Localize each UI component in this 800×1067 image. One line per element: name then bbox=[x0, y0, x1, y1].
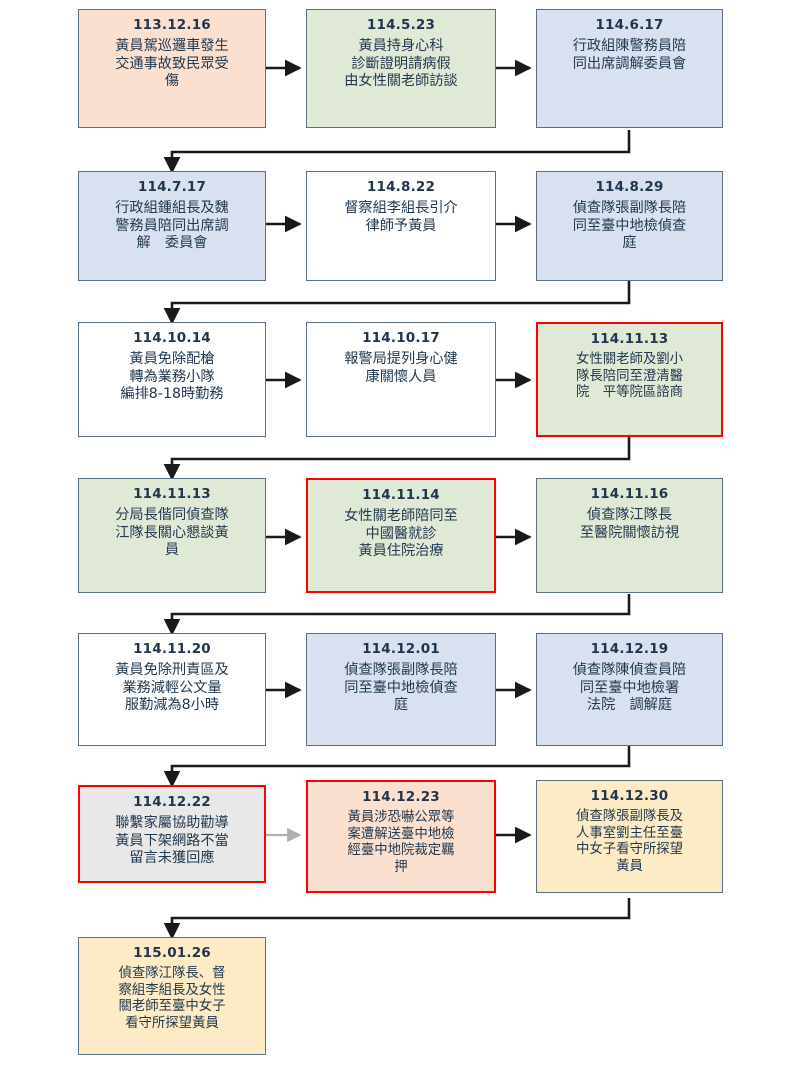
node-date: 114.8.29 bbox=[595, 179, 664, 195]
node-date: 114.11.13 bbox=[590, 331, 669, 347]
flow-node-n15[interactable]: 114.12.19 偵查隊陳偵查員陪 同至臺中地檢署 法院 調解庭 bbox=[536, 633, 723, 746]
node-text: 聯繫家屬協助勸導 黃員下架網路不當 留言未獲回應 bbox=[115, 815, 229, 867]
node-text: 黃員免除刑責區及 業務減輕公文量 服勤減為8小時 bbox=[115, 662, 229, 714]
flow-node-n1[interactable]: 113.12.16 黃員駕巡邏車發生 交通事故致民眾受 傷 bbox=[78, 9, 266, 128]
node-date: 114.11.13 bbox=[133, 486, 211, 502]
flow-node-n13[interactable]: 114.11.20 黃員免除刑責區及 業務減輕公文量 服勤減為8小時 bbox=[78, 633, 266, 746]
flow-node-n7[interactable]: 114.10.14 黃員免除配槍 轉為業務小隊 編排8-18時勤務 bbox=[78, 322, 266, 437]
node-date: 114.7.17 bbox=[137, 179, 207, 195]
node-date: 114.12.01 bbox=[362, 641, 440, 657]
node-text: 督察組李組長引介 律師予黃員 bbox=[344, 200, 458, 234]
node-date: 114.11.16 bbox=[590, 486, 669, 502]
node-text: 分局長偕同偵查隊 江隊長關心懇談黃 員 bbox=[115, 507, 229, 559]
node-text: 行政組陳警務員陪 同出席調解委員會 bbox=[572, 38, 687, 72]
node-date: 114.12.22 bbox=[133, 794, 211, 810]
node-date: 114.11.20 bbox=[133, 641, 211, 657]
flow-node-n18[interactable]: 114.12.30 偵查隊張副隊長及 人事室劉主任至臺 中女子看守所探望 黃員 bbox=[536, 780, 723, 893]
node-date: 114.12.19 bbox=[590, 641, 669, 657]
node-date: 114.10.17 bbox=[362, 330, 440, 346]
flow-node-n14[interactable]: 114.12.01 偵查隊張副隊長陪 同至臺中地檢偵查 庭 bbox=[306, 633, 496, 746]
flow-node-n10[interactable]: 114.11.13 分局長偕同偵查隊 江隊長關心懇談黃 員 bbox=[78, 478, 266, 593]
node-text: 偵查隊張副隊長陪 同至臺中地檢偵查 庭 bbox=[344, 662, 458, 714]
node-date: 115.01.26 bbox=[133, 945, 211, 961]
node-date: 114.12.23 bbox=[362, 789, 440, 805]
node-text: 黃員持身心科 診斷證明請病假 由女性關老師訪談 bbox=[344, 38, 458, 90]
node-text: 偵查隊張副隊長及 人事室劉主任至臺 中女子看守所探望 黃員 bbox=[575, 809, 684, 874]
flow-node-n17[interactable]: 114.12.23 黃員涉恐嚇公眾等 案遭解送臺中地檢 經臺中地院裁定羈 押 bbox=[306, 780, 496, 893]
edge-n3-n4 bbox=[163, 130, 631, 174]
node-date: 113.12.16 bbox=[133, 17, 211, 33]
node-text: 報警局提列身心健 康關懷人員 bbox=[344, 351, 458, 385]
flow-node-n9[interactable]: 114.11.13 女性關老師及劉小 隊長陪同至澄清醫 院 平等院區諮商 bbox=[536, 322, 723, 437]
edge-n18-n19 bbox=[163, 898, 631, 940]
flow-node-n16[interactable]: 114.12.22 聯繫家屬協助勸導 黃員下架網路不當 留言未獲回應 bbox=[78, 785, 266, 883]
flow-node-n12[interactable]: 114.11.16 偵查隊江隊長 至醫院關懷訪視 bbox=[536, 478, 723, 593]
node-text: 黃員駕巡邏車發生 交通事故致民眾受 傷 bbox=[115, 38, 229, 90]
node-text: 行政組鍾組長及魏 警務員陪同出席調 解 委員會 bbox=[115, 200, 229, 252]
node-date: 114.12.30 bbox=[590, 788, 669, 804]
flow-node-n6[interactable]: 114.8.29 偵查隊張副隊長陪 同至臺中地檢偵查 庭 bbox=[536, 171, 723, 281]
node-date: 114.11.14 bbox=[362, 487, 440, 503]
edge-n9-n10 bbox=[163, 437, 631, 481]
node-text: 女性關老師及劉小 隊長陪同至澄清醫 院 平等院區諮商 bbox=[575, 352, 684, 401]
node-text: 偵查隊張副隊長陪 同至臺中地檢偵查 庭 bbox=[572, 200, 687, 252]
node-date: 114.10.14 bbox=[133, 330, 211, 346]
node-text: 黃員免除配槍 轉為業務小隊 編排8-18時勤務 bbox=[120, 351, 224, 403]
flow-node-n8[interactable]: 114.10.17 報警局提列身心健 康關懷人員 bbox=[306, 322, 496, 437]
flow-node-n4[interactable]: 114.7.17 行政組鍾組長及魏 警務員陪同出席調 解 委員會 bbox=[78, 171, 266, 281]
flow-node-n19[interactable]: 115.01.26 偵查隊江隊長、督 察組李組長及女性 關老師至臺中女子 看守所… bbox=[78, 937, 266, 1055]
node-date: 114.5.23 bbox=[366, 17, 436, 33]
flow-node-n2[interactable]: 114.5.23 黃員持身心科 診斷證明請病假 由女性關老師訪談 bbox=[306, 9, 496, 128]
flow-node-n3[interactable]: 114.6.17 行政組陳警務員陪 同出席調解委員會 bbox=[536, 9, 723, 128]
node-text: 偵查隊江隊長、督 察組李組長及女性 關老師至臺中女子 看守所探望黃員 bbox=[118, 966, 226, 1031]
node-text: 黃員涉恐嚇公眾等 案遭解送臺中地檢 經臺中地院裁定羈 押 bbox=[347, 810, 455, 875]
node-date: 114.6.17 bbox=[595, 17, 664, 33]
node-text: 偵查隊江隊長 至醫院關懷訪視 bbox=[579, 507, 680, 541]
flow-node-n11[interactable]: 114.11.14 女性關老師陪同至 中國醫就診 黃員住院治療 bbox=[306, 478, 496, 593]
flow-node-n5[interactable]: 114.8.22 督察組李組長引介 律師予黃員 bbox=[306, 171, 496, 281]
edge-n12-n13 bbox=[163, 594, 631, 636]
edge-n6-n7 bbox=[163, 281, 631, 325]
node-text: 偵查隊陳偵查員陪 同至臺中地檢署 法院 調解庭 bbox=[572, 662, 687, 714]
node-date: 114.8.22 bbox=[366, 179, 436, 195]
node-text: 女性關老師陪同至 中國醫就診 黃員住院治療 bbox=[344, 508, 458, 560]
